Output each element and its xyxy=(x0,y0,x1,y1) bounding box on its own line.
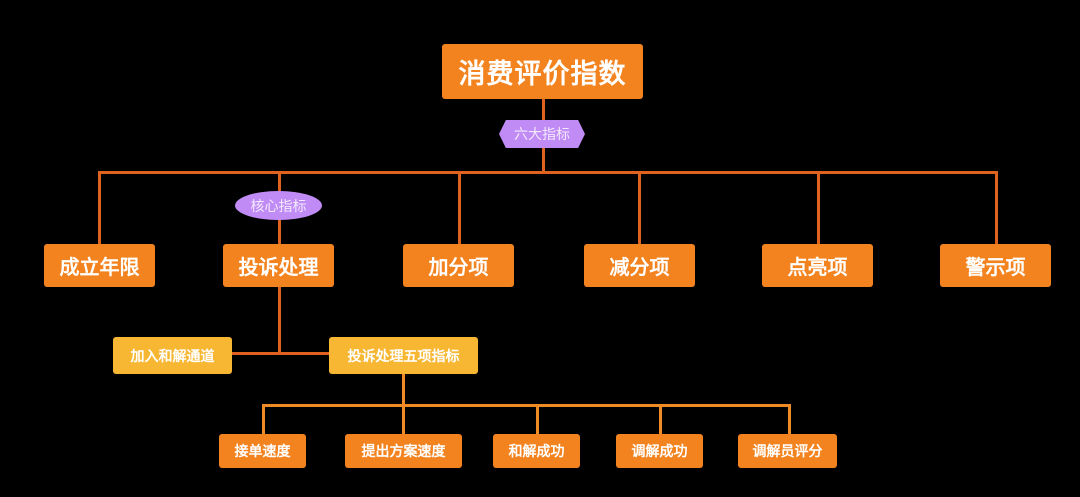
node-proposal-speed: 提出方案速度 xyxy=(345,434,462,468)
root-node-label: 消费评价指数 xyxy=(458,59,627,90)
node-label: 接单速度 xyxy=(234,444,291,460)
node-mediator-rating: 调解员评分 xyxy=(738,434,837,468)
node-bonus-items: 加分项 xyxy=(403,244,514,287)
node-mediation-success: 调解成功 xyxy=(616,434,703,468)
connector-level3-drop-5 xyxy=(788,404,791,434)
connector-level1-bus xyxy=(98,171,998,174)
node-label: 点亮项 xyxy=(787,255,848,279)
connector-level1-drop-1 xyxy=(98,171,101,244)
connector-level3-drop-3 xyxy=(536,404,539,434)
node-complaint-handling: 投诉处理 xyxy=(223,244,334,287)
node-highlight-items: 点亮项 xyxy=(762,244,873,287)
connector-level2-down xyxy=(402,374,405,405)
node-warning-items: 警示项 xyxy=(940,244,1051,287)
connector-level3-bus xyxy=(262,404,790,407)
six-indicators-tag-label: 六大指标 xyxy=(514,127,570,143)
node-settlement-success: 和解成功 xyxy=(493,434,580,468)
node-label: 提出方案速度 xyxy=(361,444,446,460)
node-label: 成立年限 xyxy=(59,255,140,279)
core-indicator-tag: 核心指标 xyxy=(235,191,322,220)
connector-level3-drop-2 xyxy=(402,404,405,434)
node-label: 减分项 xyxy=(609,255,670,279)
node-label: 投诉处理 xyxy=(238,255,319,279)
root-node: 消费评价指数 xyxy=(442,44,643,99)
connector-complaint-down xyxy=(278,287,281,354)
node-label: 加入和解通道 xyxy=(130,348,215,365)
node-label: 调解成功 xyxy=(631,444,688,460)
node-join-settlement-channel: 加入和解通道 xyxy=(113,337,232,374)
node-deduction-items: 减分项 xyxy=(584,244,695,287)
node-label: 警示项 xyxy=(965,255,1026,279)
node-five-complaint-indicators: 投诉处理五项指标 xyxy=(329,337,478,374)
connector-level1-drop-5 xyxy=(817,171,820,244)
connector-level1-drop-4 xyxy=(638,171,641,244)
connector-level3-drop-4 xyxy=(659,404,662,434)
node-order-acceptance-speed: 接单速度 xyxy=(219,434,306,468)
core-indicator-tag-label: 核心指标 xyxy=(250,198,307,215)
node-label: 和解成功 xyxy=(508,444,565,460)
node-label: 调解员评分 xyxy=(752,444,823,460)
node-label: 投诉处理五项指标 xyxy=(347,348,460,365)
connector-level2-bus xyxy=(231,352,330,355)
six-indicators-tag: 六大指标 xyxy=(499,120,585,148)
connector-level1-drop-6 xyxy=(995,171,998,244)
node-label: 加分项 xyxy=(428,255,489,279)
connector-level1-drop-3 xyxy=(458,171,461,244)
connector-level3-drop-1 xyxy=(262,404,265,434)
node-establishment-years: 成立年限 xyxy=(44,244,155,287)
